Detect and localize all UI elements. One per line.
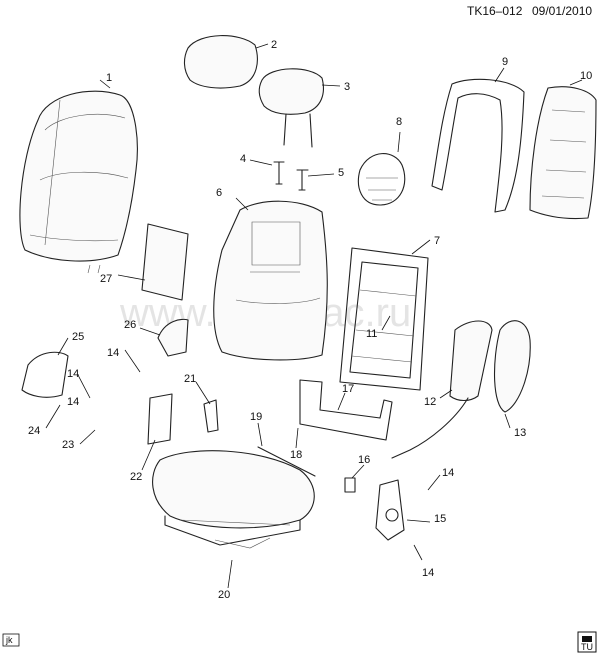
part-21-lever — [203, 399, 219, 433]
callout-10: 10 — [580, 70, 592, 82]
part-7-seat-back-frame — [339, 247, 429, 391]
callout-14d: 14 — [422, 567, 434, 579]
part-3-headrest — [258, 68, 324, 148]
footer-badge: TU — [577, 631, 597, 653]
callout-14c: 14 — [442, 467, 454, 479]
part-2-headrest-cover — [183, 35, 258, 89]
callout-22: 22 — [130, 471, 142, 483]
part-25-side-shield — [21, 351, 69, 398]
callout-16: 16 — [358, 454, 370, 466]
callout-3: 3 — [344, 81, 350, 93]
part-5-headrest-guide — [296, 169, 309, 191]
part-22-seat-adjuster — [147, 393, 173, 445]
callouts: 1 2 3 4 5 6 7 8 9 10 11 12 13 14 14 14 1… — [28, 39, 592, 601]
callout-18: 18 — [290, 449, 302, 461]
part-9-back-panel-trim — [431, 78, 525, 213]
part-17-rail — [299, 379, 393, 441]
part-1-seat-back-cover — [19, 90, 138, 274]
callout-4: 4 — [240, 153, 246, 165]
part-12-cable — [391, 397, 469, 459]
callout-5: 5 — [338, 167, 344, 179]
diagram-id: TK16–012 — [467, 4, 523, 18]
callout-27: 27 — [100, 273, 112, 285]
footer-code: jk — [5, 635, 13, 645]
callout-8: 8 — [396, 116, 402, 128]
callout-1: 1 — [106, 72, 112, 84]
footer-code-box: jk — [2, 633, 20, 647]
part-10-back-panel — [529, 86, 597, 220]
part-12-side-panel — [449, 320, 493, 402]
callout-13: 13 — [514, 427, 526, 439]
callout-17: 17 — [342, 383, 354, 395]
callout-7: 7 — [434, 235, 440, 247]
part-6-seat-back-cushion — [213, 200, 328, 361]
callout-12: 12 — [424, 396, 436, 408]
part-20-seat-cushion — [152, 450, 315, 549]
part-4-headrest-guide — [273, 161, 285, 185]
diagram-date: 09/01/2010 — [532, 4, 592, 18]
callout-15: 15 — [434, 513, 446, 525]
part-13-side-trim — [494, 320, 531, 413]
callout-20: 20 — [218, 589, 230, 601]
part-26-cover — [157, 318, 189, 357]
callout-19: 19 — [250, 411, 262, 423]
callout-26: 26 — [124, 319, 136, 331]
callout-25: 25 — [72, 331, 84, 343]
callout-6: 6 — [216, 187, 222, 199]
callout-14a: 14 — [107, 347, 119, 359]
callout-23: 23 — [62, 439, 74, 451]
part-15-recliner — [375, 479, 405, 541]
callout-2: 2 — [271, 39, 277, 51]
part-8-wiring-harness — [357, 153, 406, 206]
callout-14e: 14 — [67, 396, 79, 408]
callout-21: 21 — [184, 373, 196, 385]
callout-9: 9 — [502, 56, 508, 68]
callout-11: 11 — [366, 328, 377, 340]
part-27-insulator — [141, 223, 189, 301]
callout-14b: 14 — [67, 368, 79, 380]
part-16-clip — [344, 477, 356, 493]
part-19-rod — [257, 446, 316, 477]
leader-lines — [45, 43, 583, 589]
callout-24: 24 — [28, 425, 40, 437]
footer-badge-text: TU — [581, 642, 593, 652]
